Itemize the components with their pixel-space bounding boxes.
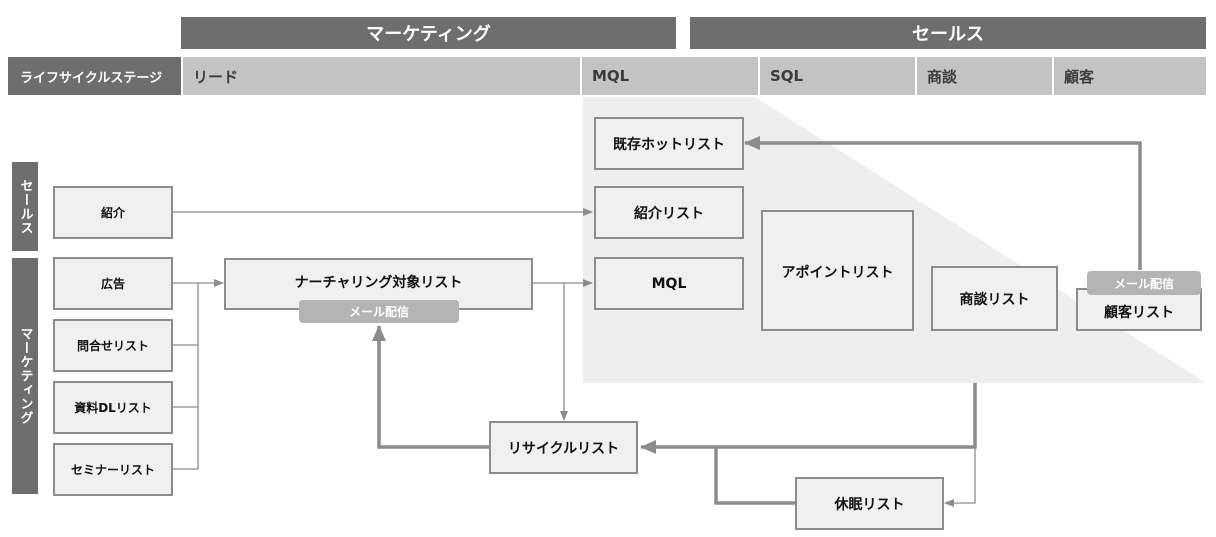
badge-email-customer: メール配信 (1087, 271, 1201, 295)
arrow-to-dormant (944, 447, 976, 507)
arrow-customer-hot (744, 136, 1142, 270)
stage-lead: リード (181, 57, 580, 95)
existing-hot-list: 既存ホットリスト (594, 117, 744, 170)
lifecycle-stage-label: ライフサイクルステージ (8, 57, 181, 95)
arrow-deal-recycle (640, 383, 977, 454)
side-label-sales: セールス (12, 162, 38, 251)
mql-box: MQL (594, 257, 744, 310)
deal-list: 商談リスト (931, 266, 1058, 331)
source-referral: 紹介 (53, 186, 173, 239)
referral-list: 紹介リスト (594, 186, 744, 239)
arrow-dormant-loop (714, 447, 795, 505)
stage-sql: SQL (758, 57, 915, 95)
stage-customer: 顧客 (1052, 57, 1206, 95)
appointment-list: アポイントリスト (761, 210, 914, 331)
stage-deal: 商談 (915, 57, 1052, 95)
source-ads: 広告 (53, 257, 173, 310)
sales-header: セールス (690, 17, 1206, 49)
side-label-marketing: マーケティング (12, 258, 38, 494)
marketing-header: マーケティング (181, 17, 676, 49)
customer-list: 顧客リスト (1076, 288, 1202, 331)
arrow-recycle-nurturing (372, 325, 489, 449)
arrow-sources-merge (173, 282, 199, 470)
source-inquiry-list: 問合せリスト (53, 319, 173, 372)
source-download-list: 資料DLリスト (53, 381, 173, 434)
stage-mql: MQL (580, 57, 758, 95)
badge-email-nurture: メール配信 (299, 300, 459, 323)
source-seminar-list: セミナーリスト (53, 443, 173, 496)
recycle-list: リサイクルリスト (489, 421, 638, 474)
dormant-list: 休眠リスト (795, 477, 944, 530)
